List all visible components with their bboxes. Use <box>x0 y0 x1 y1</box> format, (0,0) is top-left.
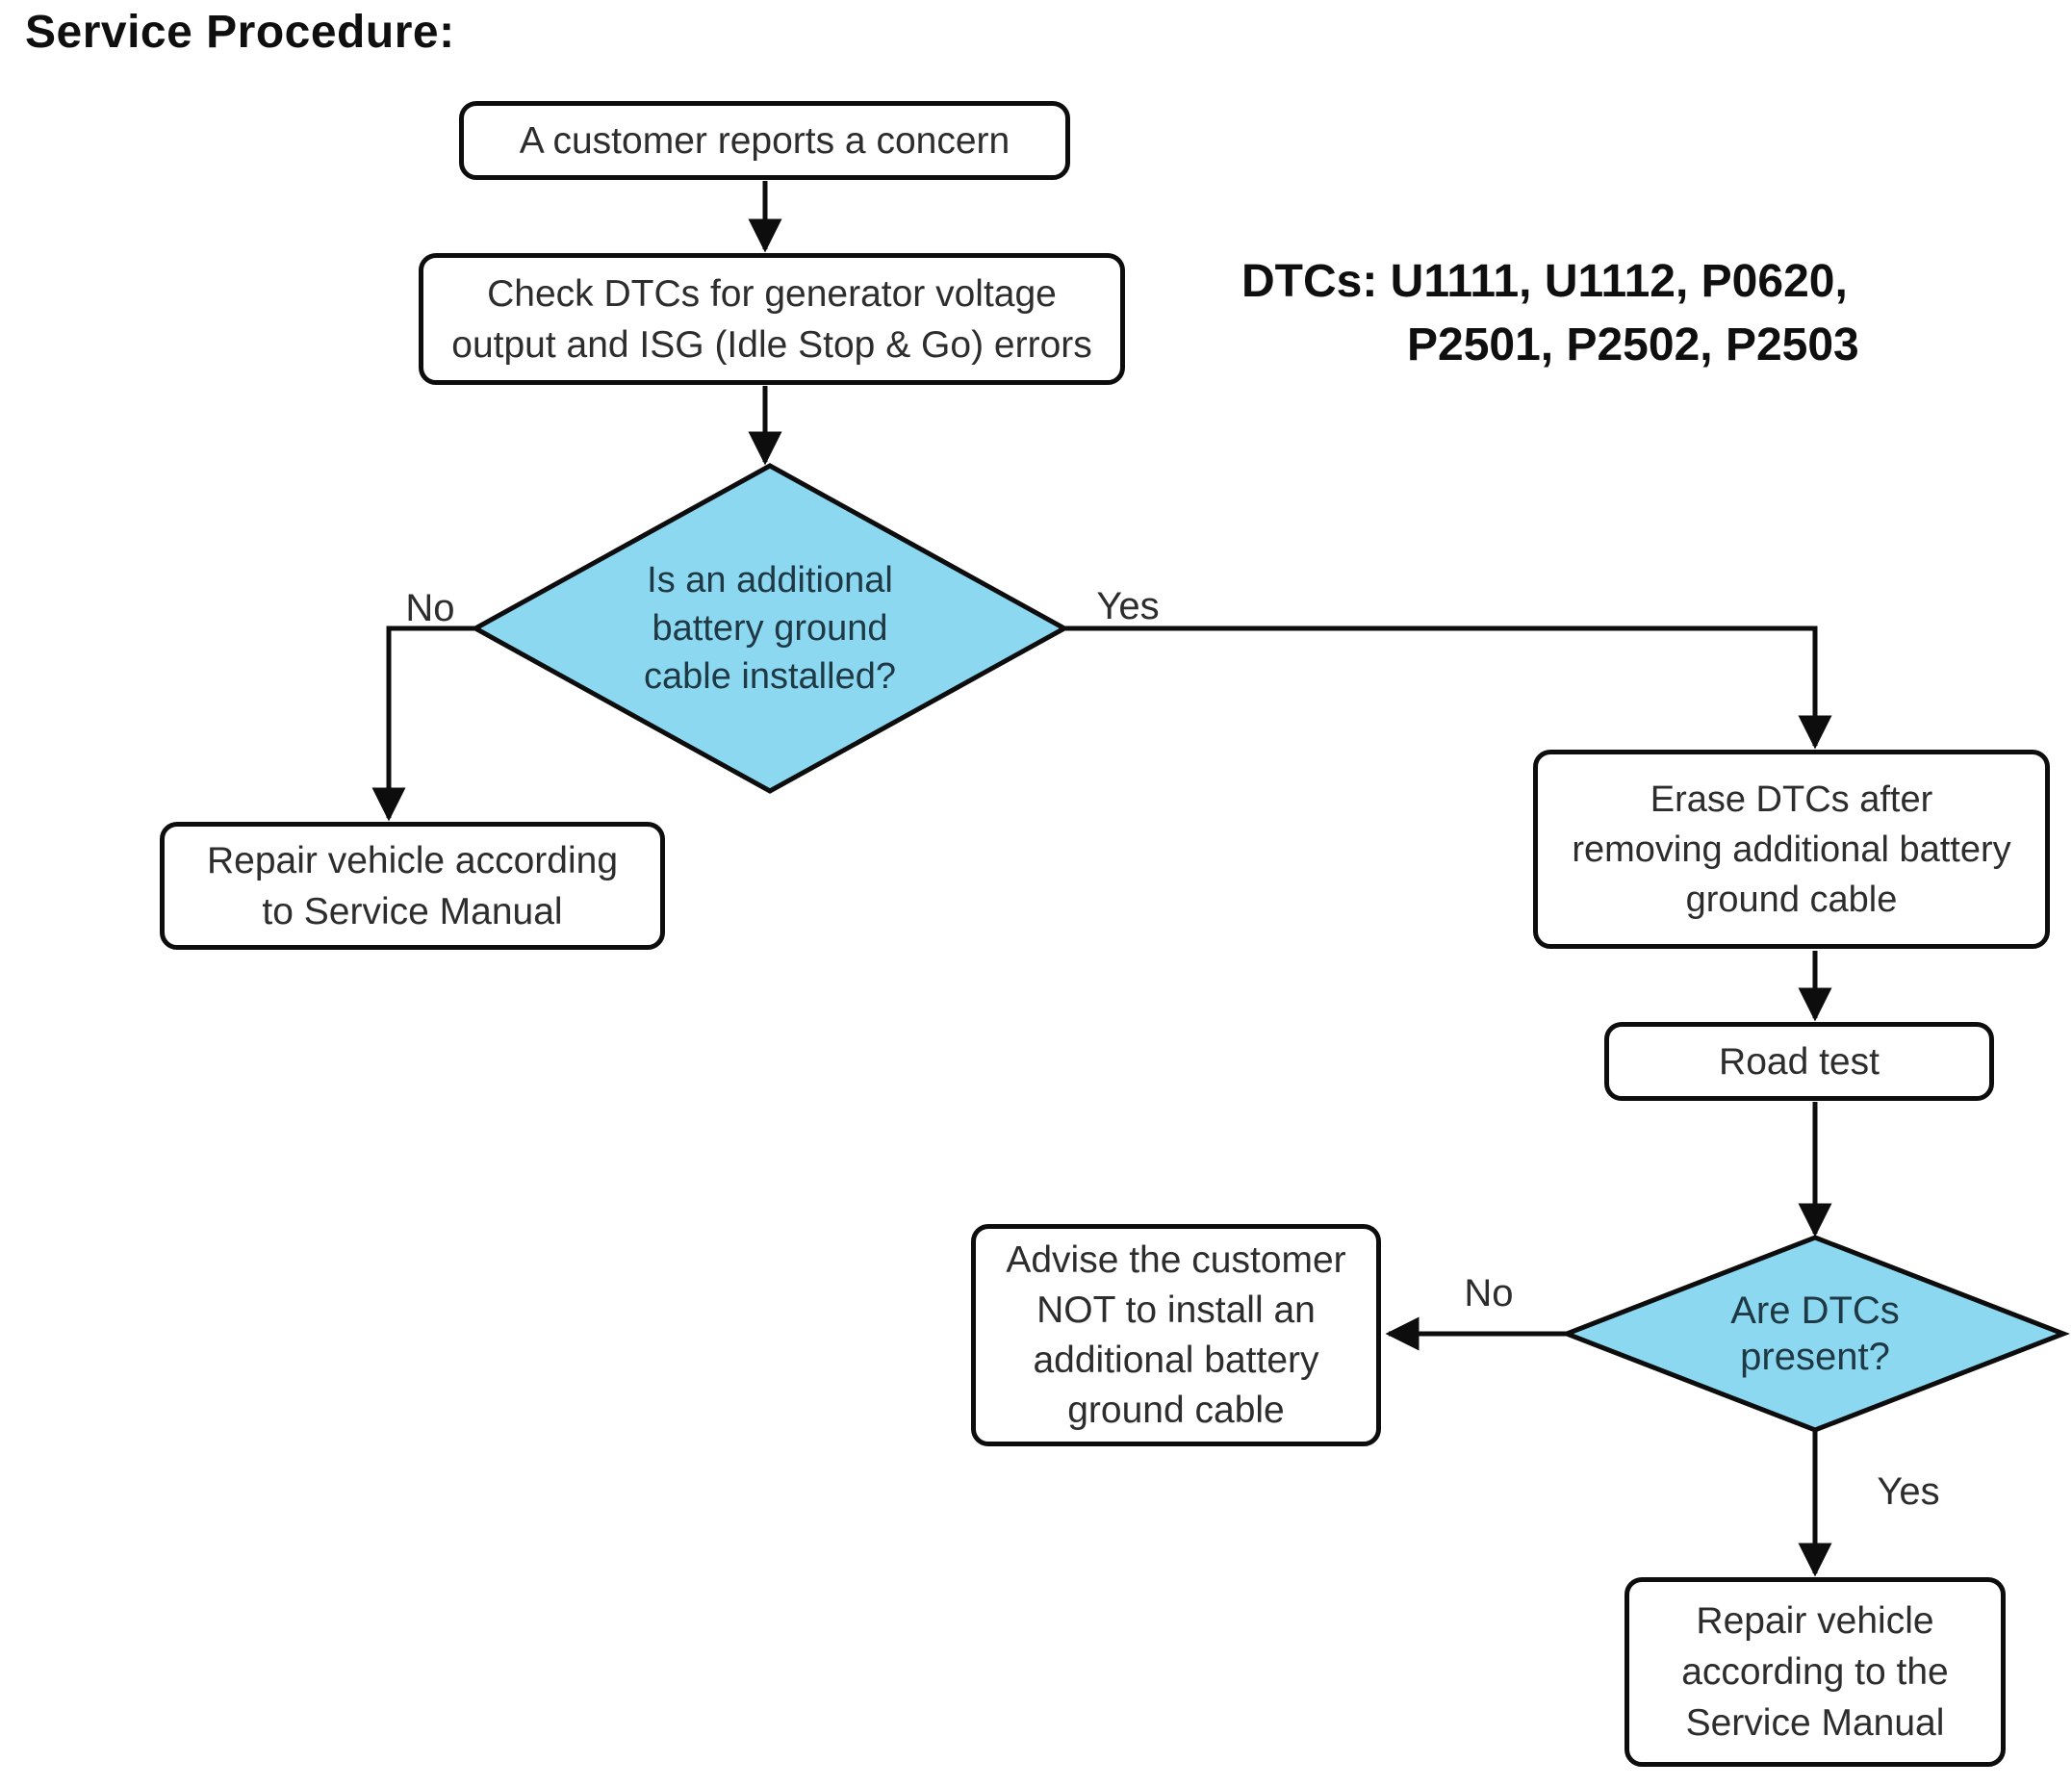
arrow-no-to-repair-left <box>371 625 475 822</box>
node-repair-service-manual: Repair vehicle according to Service Manu… <box>160 822 665 950</box>
branch-label-cable-yes: Yes <box>1096 585 1160 627</box>
node-road-test: Road test <box>1604 1022 1994 1101</box>
dtc-codes-note: DTCs: U1111, U1112, P0620, P2501, P2502,… <box>1241 250 1859 377</box>
node-advise-customer: Advise the customer NOT to install an ad… <box>971 1224 1381 1446</box>
decision-diamond-dtcs <box>1560 1235 2070 1433</box>
decision-cable-label: Is an additional battery ground cable in… <box>644 560 896 697</box>
decision-dtcs-label: Are DTCs present? <box>1730 1289 1900 1378</box>
decision-diamond-cable <box>470 463 1070 794</box>
branch-label-dtcs-yes: Yes <box>1877 1470 1940 1513</box>
branch-label-dtcs-no: No <box>1464 1272 1514 1315</box>
node-customer-concern: A customer reports a concern <box>459 101 1070 180</box>
page-title: Service Procedure: <box>25 7 455 58</box>
node-repair-service-manual-final: Repair vehicle according to the Service … <box>1624 1577 2006 1767</box>
branch-label-cable-no: No <box>405 587 455 629</box>
node-erase-dtcs: Erase DTCs after removing additional bat… <box>1533 750 2050 949</box>
dtc-codes-line-1: DTCs: U1111, U1112, P0620, <box>1241 256 1848 307</box>
arrow-yes-to-erase <box>1064 625 1832 750</box>
node-check-dtcs: Check DTCs for generator voltage output … <box>419 253 1125 385</box>
dtc-codes-line-2: P2501, P2502, P2503 <box>1407 319 1859 370</box>
